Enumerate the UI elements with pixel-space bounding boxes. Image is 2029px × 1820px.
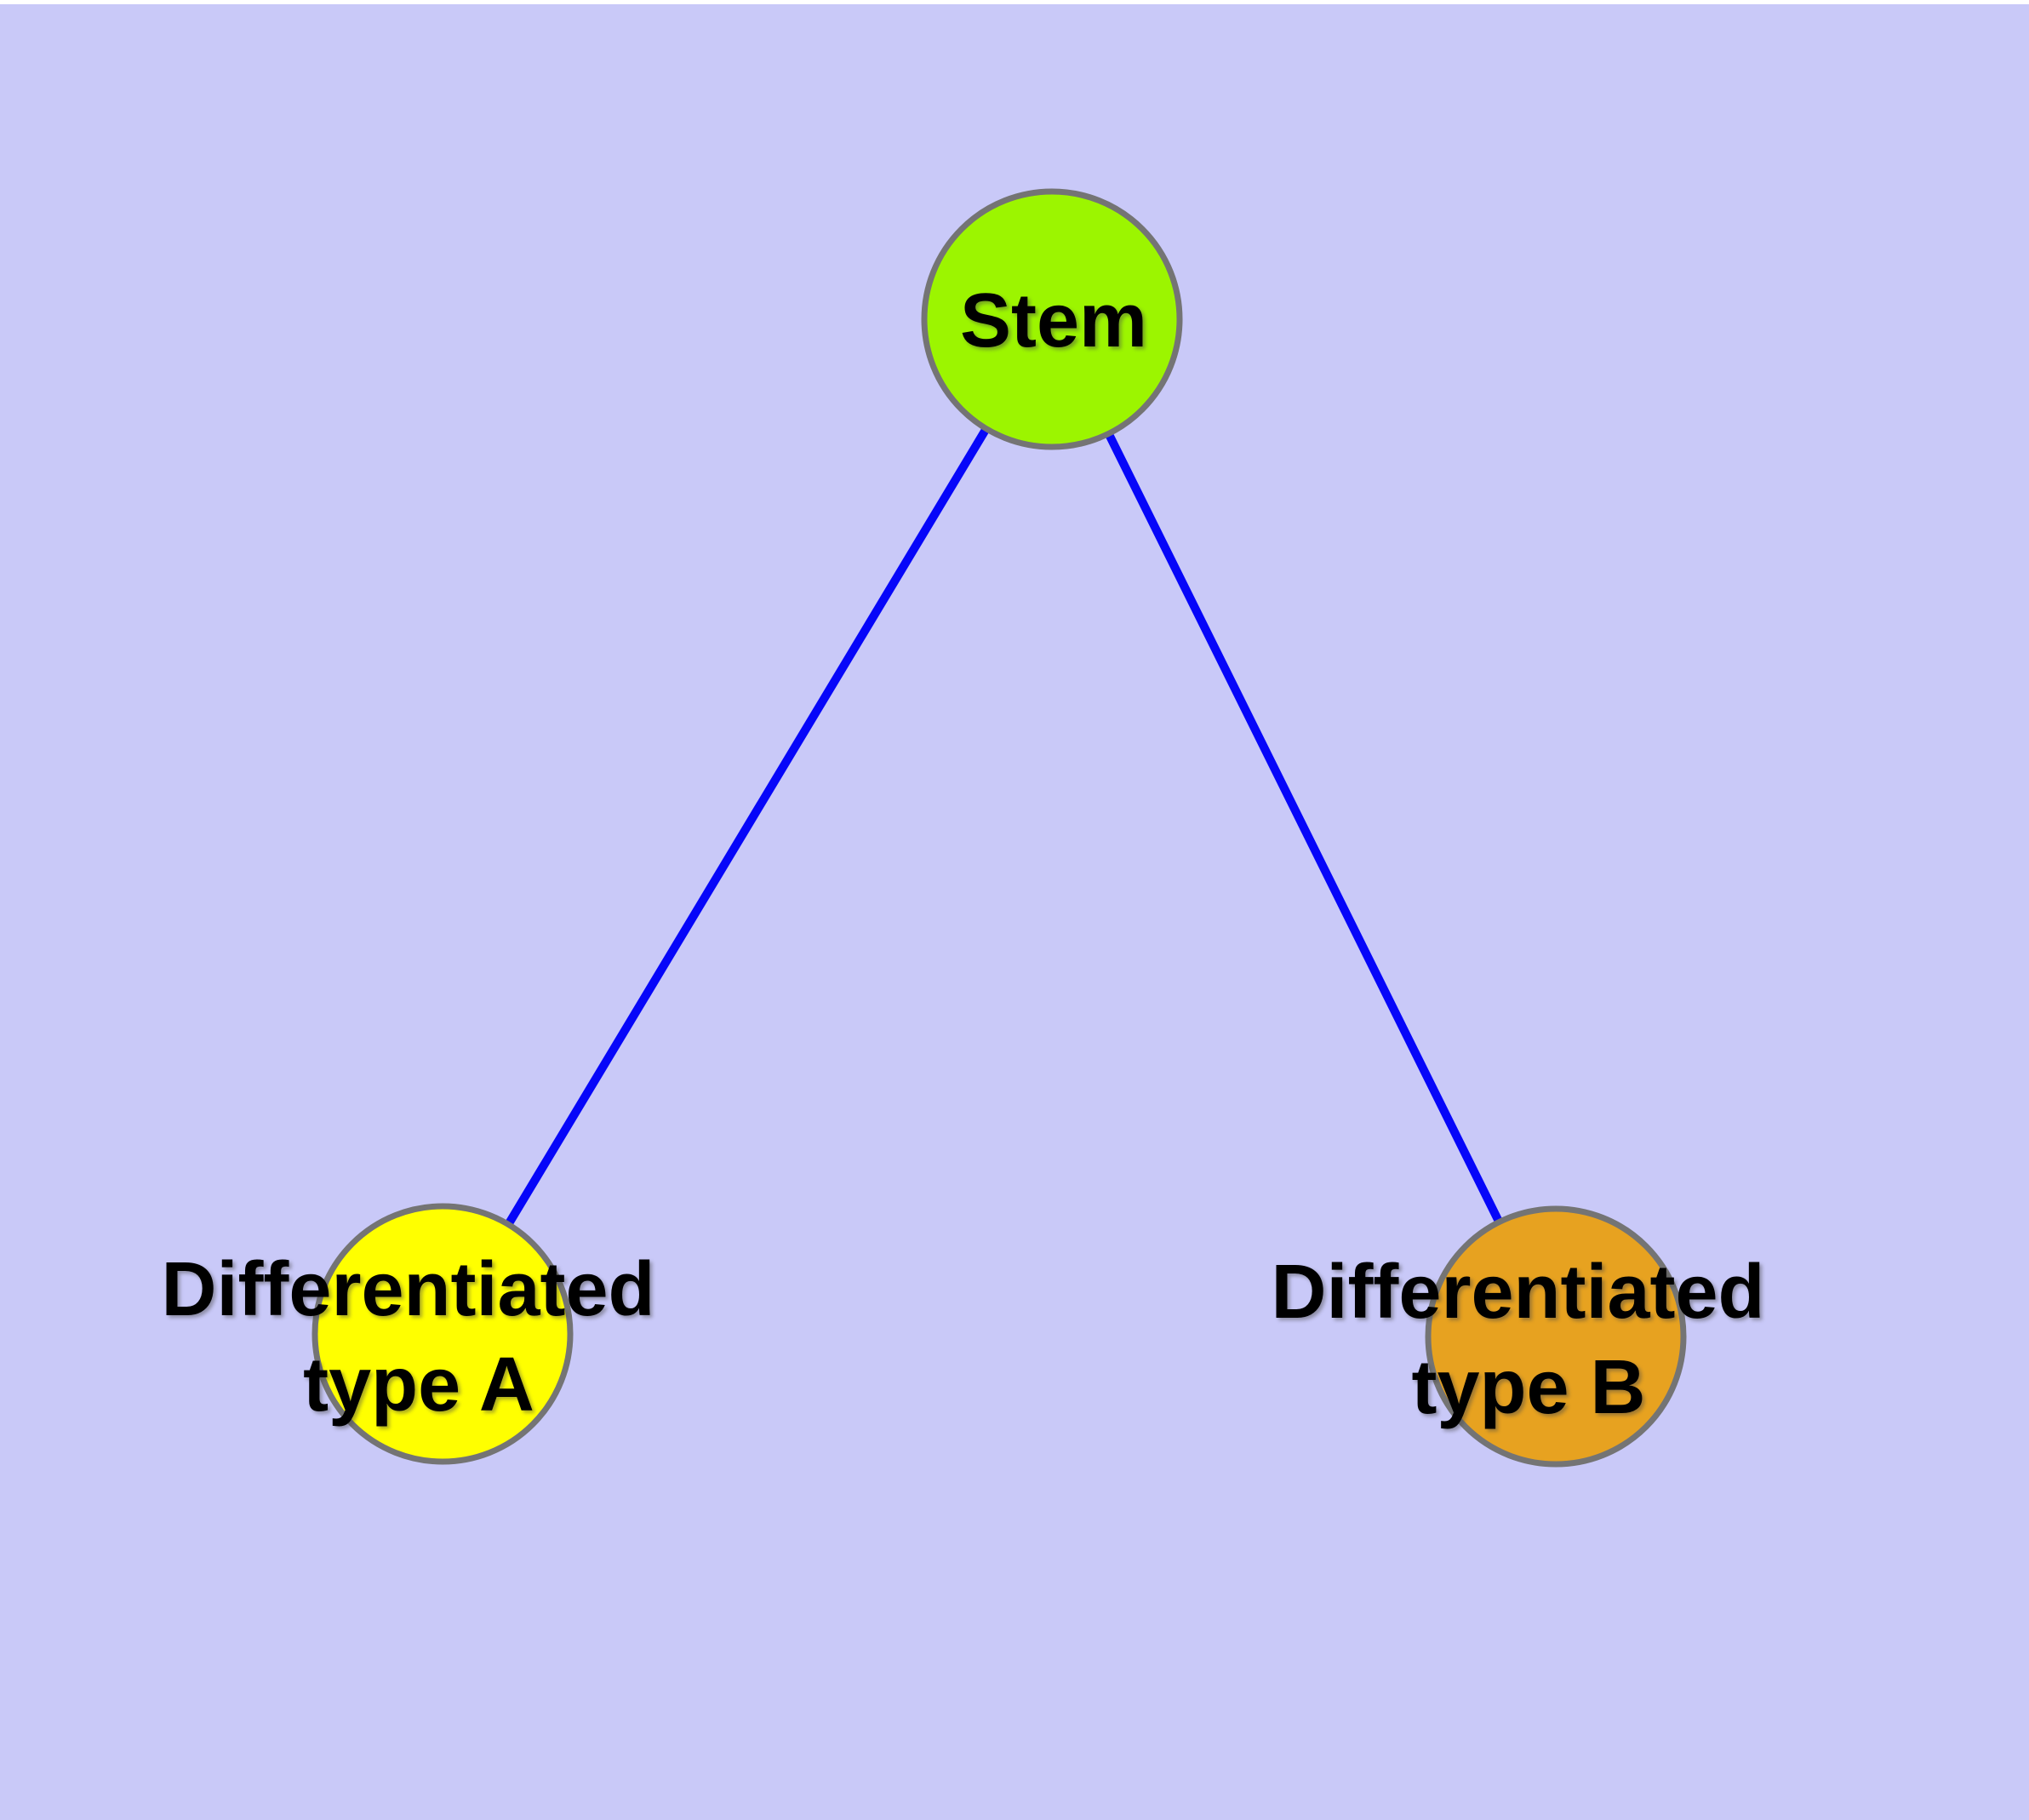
top-edge-strip (0, 0, 2029, 4)
node-type-a-label: Differentiated type A (161, 1247, 676, 1428)
node-type-b-label: Differentiated type B (1271, 1250, 1786, 1430)
node-type-b-label-line2: type B (1411, 1345, 1645, 1430)
edge-stem-to-type-a (438, 315, 1056, 1338)
node-type-a-label-line2: type A (303, 1342, 534, 1428)
node-differentiated-type-b (1425, 1205, 1687, 1468)
node-type-b-label-line1: Differentiated (1271, 1250, 1764, 1335)
edge-stem-to-type-b (1048, 315, 1560, 1341)
node-stem-label: Stem (960, 278, 1147, 363)
node-type-a-label-line1: Differentiated (161, 1247, 654, 1332)
node-differentiated-type-a (311, 1203, 574, 1465)
node-stem (921, 188, 1183, 450)
